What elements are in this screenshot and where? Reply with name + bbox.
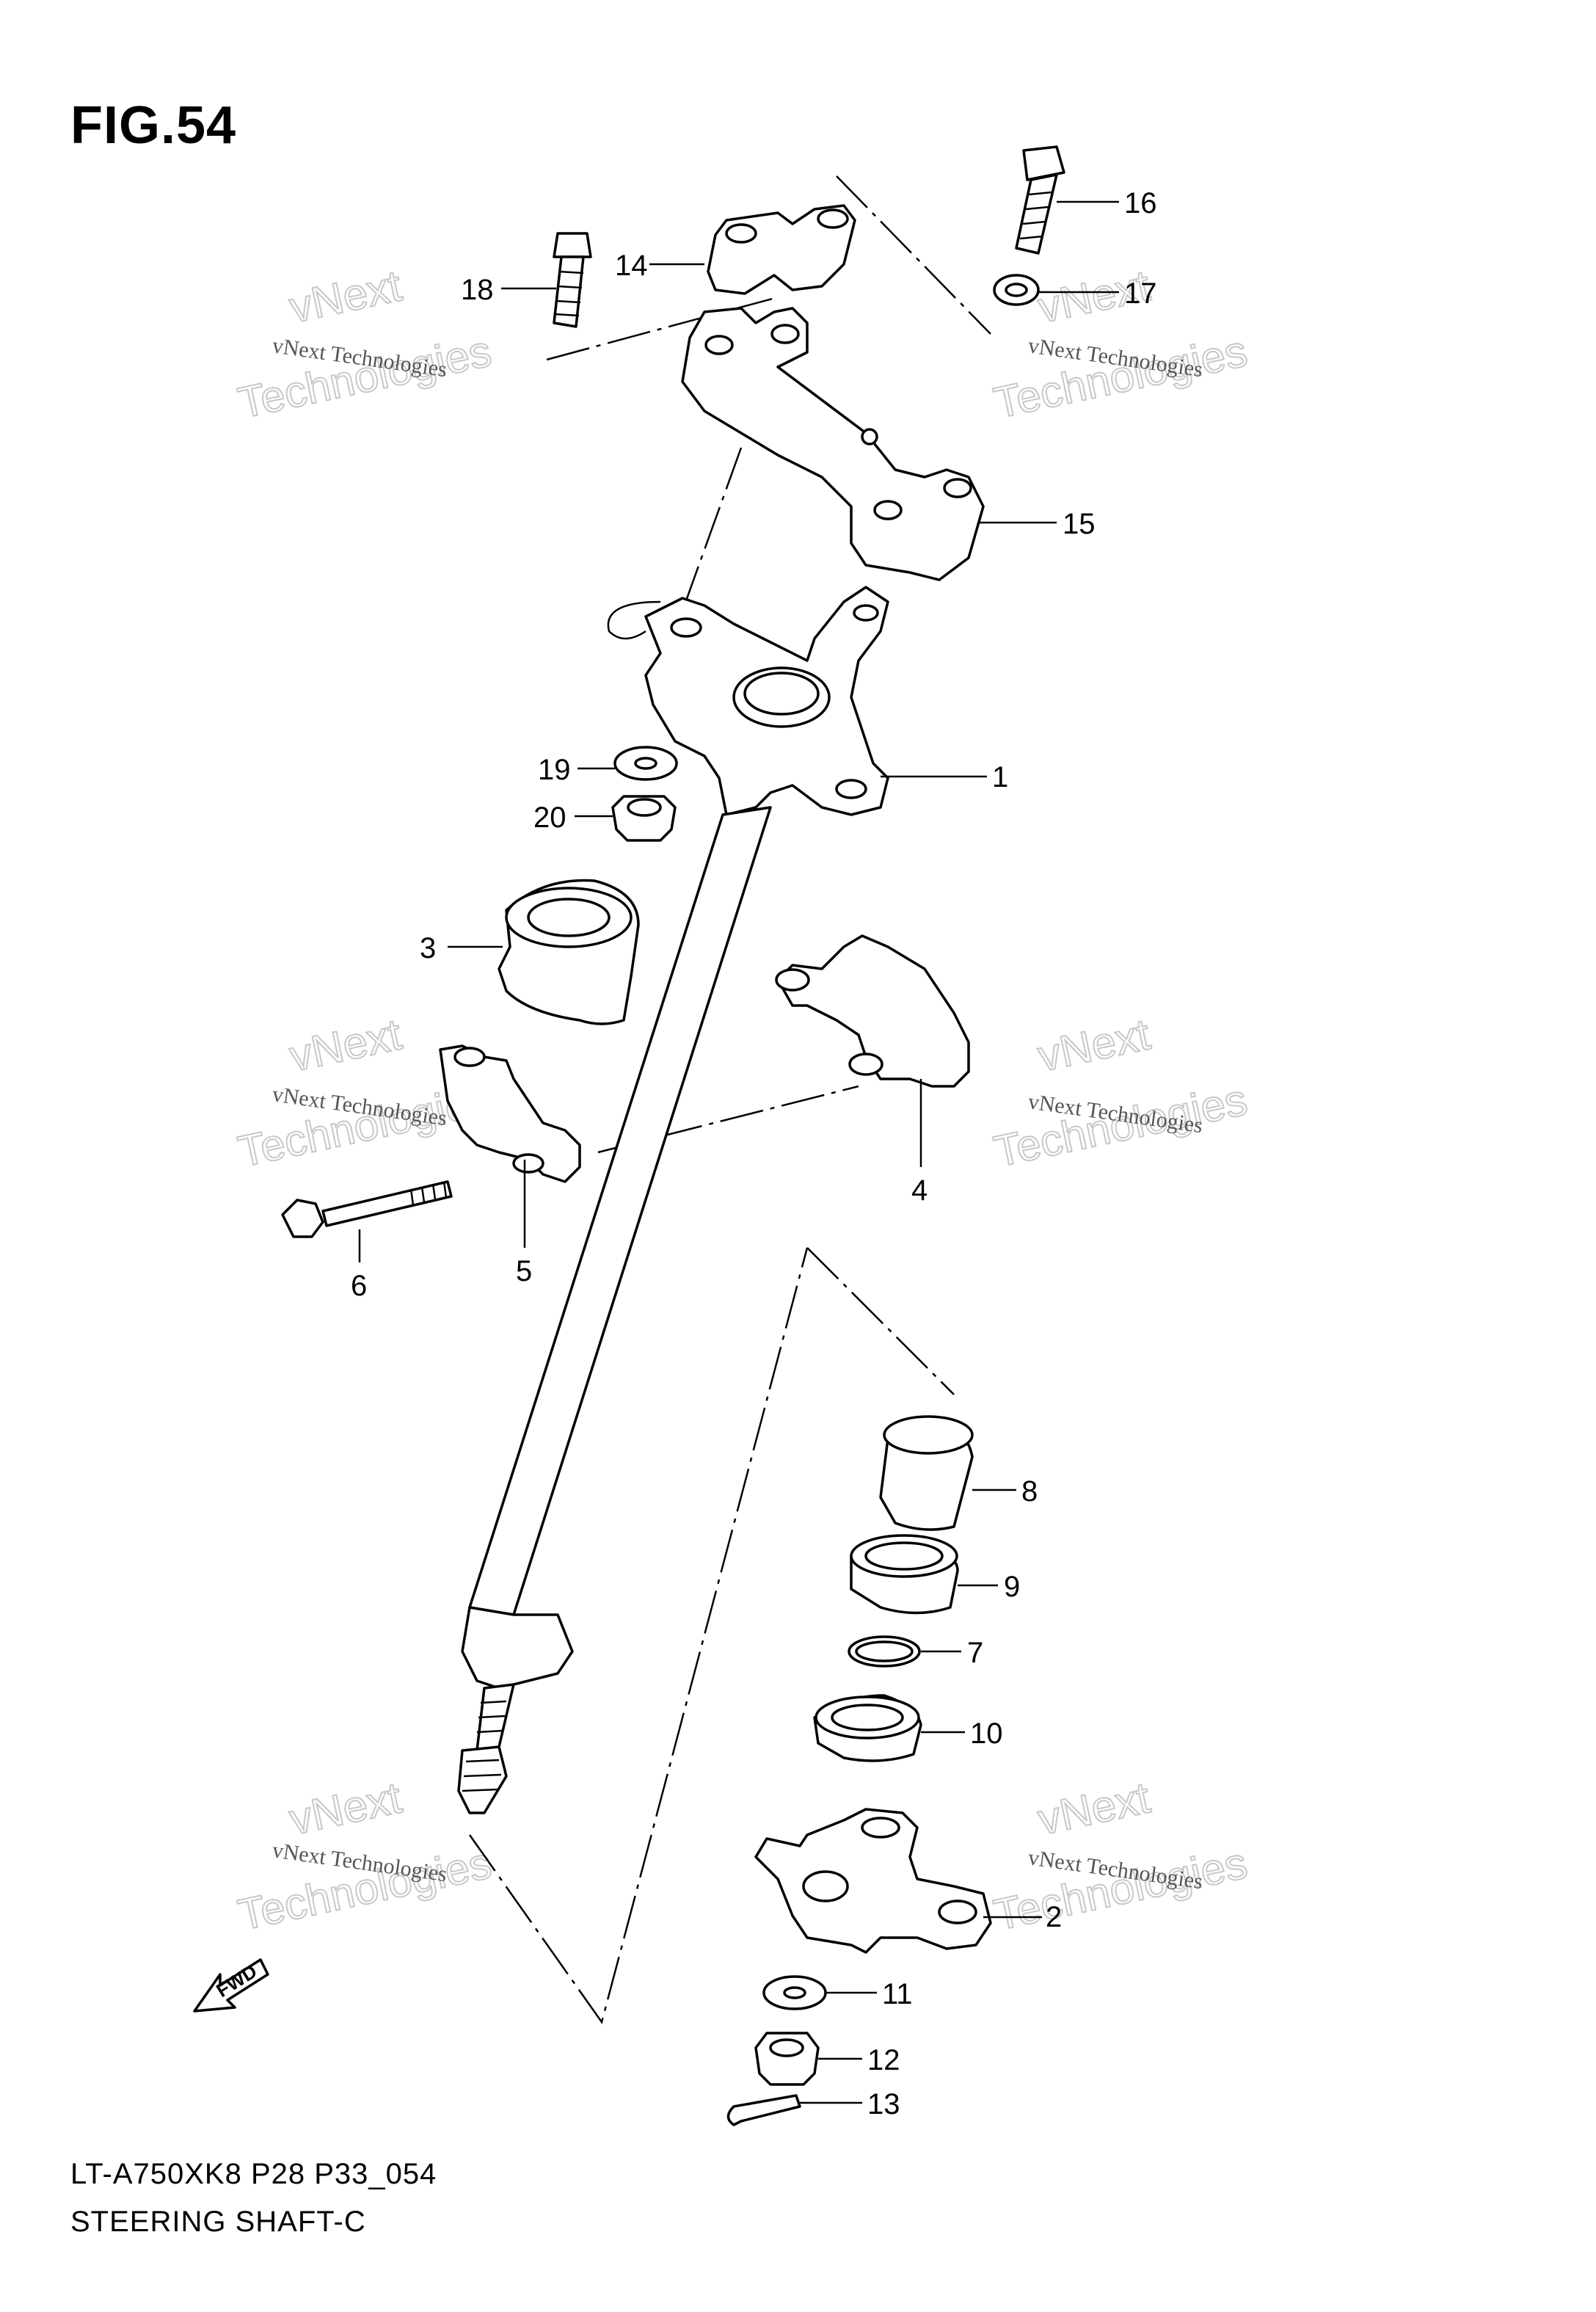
part-13-cotter-pin <box>726 2094 801 2126</box>
callout-12: 12 <box>867 2044 900 2076</box>
svg-text:vNext: vNext <box>285 261 406 332</box>
callout-14: 14 <box>615 250 648 282</box>
figure-title: FIG.54 <box>70 96 237 155</box>
svg-text:vNext: vNext <box>1034 1009 1154 1080</box>
watermark-mid-right: vNext Technologies vNext Technologies <box>989 1008 1253 1177</box>
part-17-lock-washer <box>993 274 1040 306</box>
callout-11: 11 <box>882 1978 913 2010</box>
callout-6: 6 <box>351 1270 367 1302</box>
callout-numbers: 1 2 3 4 5 6 7 8 9 10 11 12 13 14 15 16 1… <box>351 187 1157 2120</box>
callout-2: 2 <box>1046 1901 1062 1933</box>
part-11-washer <box>762 1975 827 2010</box>
callout-18: 18 <box>461 274 494 306</box>
part-9-bearing <box>850 1534 959 1615</box>
part-10-seal <box>813 1694 922 1762</box>
part-5-clamp <box>439 1044 581 1183</box>
part-15-lower-holder <box>681 307 985 581</box>
model-code: LT-A750XK8 P28 P33_054 <box>70 2158 437 2190</box>
part-12-nut <box>754 2032 820 2086</box>
part-7-o-ring <box>848 1635 921 1668</box>
part-8-bushing <box>879 1415 974 1531</box>
part-19-washer <box>613 746 678 781</box>
watermark-top-left: vNext Technologies vNext Technologies <box>233 260 497 428</box>
fwd-arrow-icon: FWD <box>193 1958 269 2013</box>
callout-8: 8 <box>1021 1475 1038 1508</box>
callout-9: 9 <box>1004 1571 1020 1603</box>
steering-shaft <box>457 806 772 1814</box>
leader-lines <box>358 200 1119 2104</box>
diagram-name: STEERING SHAFT-C <box>70 2206 366 2238</box>
callout-15: 15 <box>1063 508 1096 540</box>
part-6-long-bolt <box>281 1180 453 1238</box>
watermark-bottom-left: vNext Technologies vNext Technologies <box>233 1772 497 1940</box>
callout-19: 19 <box>538 754 571 786</box>
callout-17: 17 <box>1124 277 1157 310</box>
callout-16: 16 <box>1124 187 1157 219</box>
callout-3: 3 <box>420 932 436 964</box>
callout-20: 20 <box>533 801 566 834</box>
part-4-holder <box>775 934 970 1088</box>
part-3-seal <box>498 879 640 1025</box>
part-16-bolt <box>1015 145 1065 255</box>
svg-text:vNext: vNext <box>285 1773 406 1844</box>
callout-7: 7 <box>967 1637 983 1669</box>
part-14-upper-holder <box>707 204 856 295</box>
callout-5: 5 <box>516 1255 532 1287</box>
part-20-nut <box>611 795 677 842</box>
callout-1: 1 <box>992 761 1008 793</box>
callout-4: 4 <box>911 1174 928 1207</box>
callout-13: 13 <box>867 2088 900 2120</box>
part-2-lower-arm <box>754 1808 992 1954</box>
watermark-bottom-right: vNext Technologies vNext Technologies <box>989 1772 1253 1940</box>
svg-text:vNext: vNext <box>285 1009 406 1080</box>
callout-10: 10 <box>970 1717 1003 1750</box>
part-1-upper-bracket <box>607 586 889 816</box>
svg-text:vNext: vNext <box>1034 1773 1154 1844</box>
part-18-bolt <box>553 232 592 328</box>
